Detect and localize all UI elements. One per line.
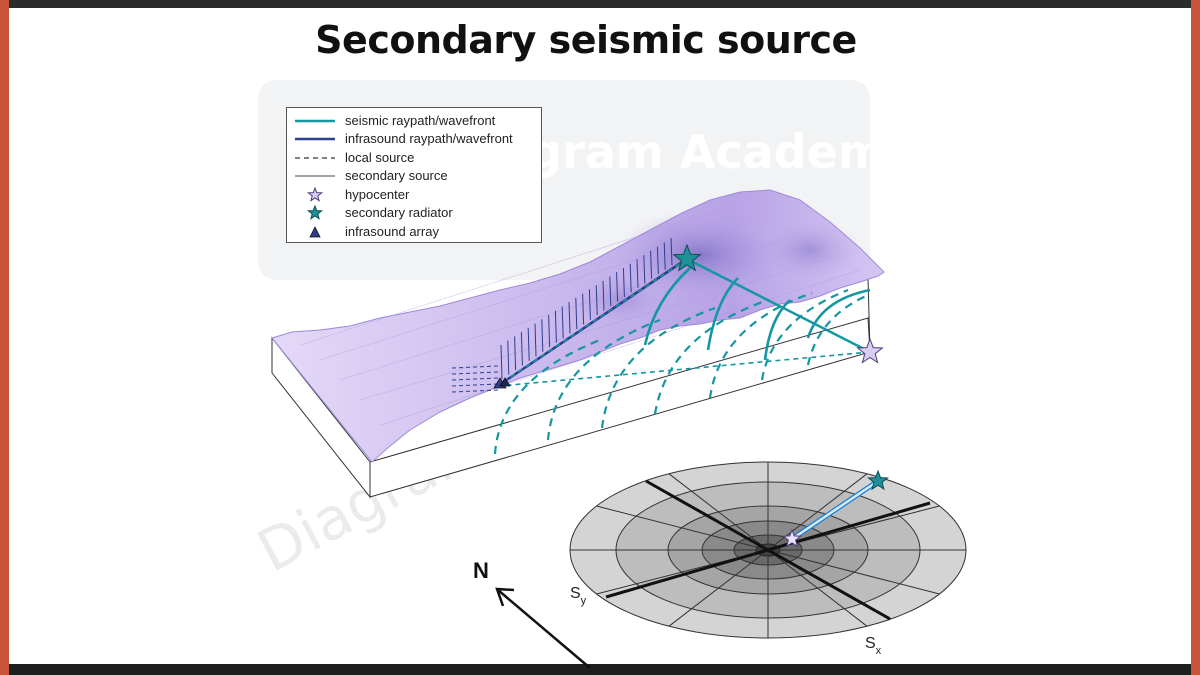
- hatch-line: [500, 344, 503, 380]
- legend-item-local-source: local source: [287, 149, 541, 167]
- hatch-line: [520, 332, 523, 366]
- legend-item-secondary-source: secondary source: [287, 167, 541, 185]
- sx-label-sub: x: [875, 645, 882, 657]
- hatch-line: [548, 314, 551, 348]
- polar-slowness-grid: [569, 461, 967, 639]
- terrain-block: [271, 189, 885, 499]
- hypocenter-star: [856, 337, 884, 364]
- page-title: Secondary seismic source: [315, 18, 857, 62]
- local-source-path-a: [499, 258, 688, 385]
- grid-spoke: [767, 549, 868, 627]
- sx-label-main: S: [865, 635, 876, 652]
- hatch-line: [609, 276, 612, 307]
- hatch-line: [588, 289, 591, 320]
- map-ray-inner: [790, 479, 880, 541]
- hatch-line: [643, 255, 646, 284]
- hatch-line: [582, 293, 585, 325]
- north-label: N: [473, 558, 489, 583]
- legend-item-infrasound: infrasound raypath/wavefront: [287, 130, 541, 148]
- infrasound-wavefront-lines: [500, 237, 673, 380]
- hatch-line: [575, 297, 578, 330]
- bottom-border: [0, 664, 1200, 675]
- legend-label: secondary source: [345, 168, 448, 183]
- sx-label: Sx: [865, 635, 881, 657]
- hatch-line: [629, 263, 632, 293]
- hatch-line: [602, 280, 605, 311]
- north-arrow: [495, 587, 591, 669]
- hatch-line: [541, 319, 544, 352]
- legend-label: seismic raypath/wavefront: [345, 113, 496, 128]
- hatch-line: [507, 340, 510, 375]
- local-source-path-b: [499, 351, 871, 387]
- dashed-line-icon: [295, 157, 335, 159]
- star-icon: [306, 186, 324, 202]
- solid-line-icon: [295, 119, 335, 123]
- hatch-line: [527, 327, 530, 361]
- hatch-line: [561, 306, 564, 339]
- grid-spoke: [668, 473, 769, 551]
- sy-label: Sy: [570, 585, 586, 607]
- legend-item-secondary-radiator: secondary radiator: [287, 204, 541, 222]
- hatch-line: [534, 323, 537, 357]
- seismic-wavefronts: [643, 267, 871, 361]
- right-border: [1191, 0, 1200, 675]
- grid-spoke: [596, 505, 769, 551]
- legend-label: infrasound array: [345, 224, 439, 239]
- infrasound-array-triangle-2: [499, 377, 511, 387]
- top-border: [0, 0, 1200, 8]
- local-wavefronts: [493, 288, 867, 455]
- sy-label-main: S: [570, 585, 581, 602]
- grid-spoke: [767, 549, 940, 595]
- hatch-line: [670, 237, 673, 266]
- map-hypocenter-star: [782, 528, 802, 548]
- thin-line-icon: [295, 175, 335, 177]
- triangle-icon: [309, 226, 321, 238]
- legend-item-infrasound-array: infrasound array: [287, 223, 541, 241]
- legend-label: local source: [345, 150, 415, 165]
- grid-spoke: [668, 549, 769, 627]
- hatch-line: [616, 272, 619, 302]
- solid-line-icon: [295, 137, 335, 141]
- hatch-line: [595, 285, 598, 316]
- legend-label: hypocenter: [345, 187, 410, 202]
- hatch-line: [568, 302, 571, 334]
- hatch-line: [663, 242, 666, 270]
- hatch-line: [514, 336, 517, 371]
- legend: seismic raypath/wavefront infrasound ray…: [286, 107, 542, 243]
- legend-item-hypocenter: hypocenter: [287, 186, 541, 204]
- left-border: [0, 0, 9, 675]
- hatch-line: [636, 259, 639, 288]
- legend-label: secondary radiator: [345, 205, 453, 220]
- sy-label-sub: y: [580, 595, 587, 607]
- legend-item-seismic: seismic raypath/wavefront: [287, 112, 541, 130]
- secondary-radiator-star: [672, 243, 702, 272]
- hatch-line: [650, 250, 653, 279]
- seismic-raypath: [686, 257, 871, 354]
- hatch-line: [622, 267, 625, 298]
- hatch-line: [656, 246, 659, 275]
- map-radiator-star: [867, 469, 889, 491]
- legend-label: infrasound raypath/wavefront: [345, 131, 513, 146]
- local-source-dashes: [451, 365, 499, 393]
- hatch-line: [554, 310, 557, 343]
- sy-axis: [605, 501, 931, 599]
- star-icon: [306, 204, 324, 220]
